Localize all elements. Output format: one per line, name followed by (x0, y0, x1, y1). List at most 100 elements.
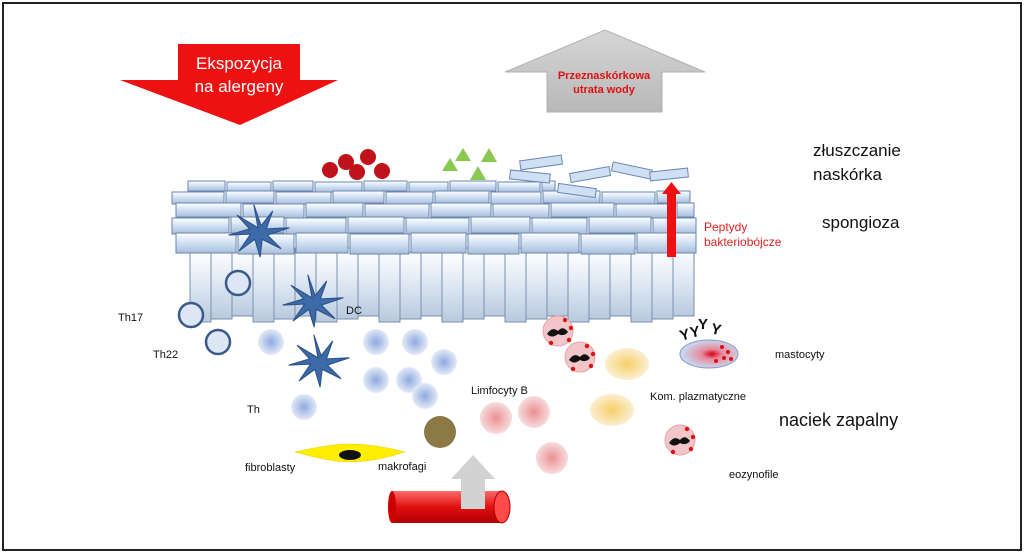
dc-label: DC (346, 305, 362, 317)
keratinocyte (615, 203, 676, 219)
keratinocyte (275, 191, 332, 205)
keratinocyte (272, 180, 314, 192)
th17-label: Th17 (118, 312, 143, 324)
keratinocyte (410, 232, 467, 254)
allergen-label-line2: na alergeny (195, 77, 284, 96)
keratinocyte (430, 202, 492, 218)
ige-antibody-2: Y (688, 323, 701, 341)
keratinocyte (492, 203, 550, 219)
keratinocyte (434, 190, 490, 204)
plasma-label: Kom. plazmatyczne (650, 391, 746, 403)
keratinocyte (467, 233, 520, 255)
microbe-triangles (442, 148, 497, 180)
keratinocyte (171, 191, 225, 205)
basal-cell (483, 251, 506, 317)
keratinocyte (531, 217, 588, 235)
keratinocyte (225, 190, 275, 204)
th17-th22-cells (177, 269, 252, 356)
scaling-label-line2: naskórka (813, 165, 883, 184)
tewl-label-line2: utrata wody (573, 84, 636, 96)
basal-cell (546, 247, 569, 317)
plasma-cells (590, 348, 649, 426)
keratinocyte (470, 216, 531, 234)
dendritic-cell-epidermis (228, 204, 290, 258)
fibroblast-cell (294, 443, 406, 463)
basal-cell (441, 251, 464, 323)
eosinophil-3 (664, 424, 696, 456)
th-label: Th (247, 404, 260, 416)
basal-keratinocyte-layer (189, 247, 695, 323)
keratinocyte (187, 180, 226, 192)
keratinocyte (347, 216, 405, 234)
keratinocyte (349, 233, 410, 255)
allergen-label-line1: Ekspozycja (196, 54, 283, 73)
ige-antibody-4: Y (709, 320, 722, 339)
basal-cell (609, 251, 632, 317)
eos-label: eozynofile (729, 469, 779, 481)
keratinocyte (332, 190, 385, 204)
tewl-label-line1: Przeznaskórkowa (558, 70, 651, 82)
scaling-label-line1: złuszczanie (813, 141, 901, 160)
basal-cell (462, 247, 485, 320)
spinous-keratinocyte-layer (171, 180, 697, 255)
basal-cell (588, 247, 611, 320)
keratinocyte (636, 232, 697, 254)
keratinocyte (364, 203, 430, 219)
basal-cell (504, 247, 527, 323)
mast-cell (679, 339, 739, 369)
keratinocyte (175, 202, 242, 218)
migration-arrow (451, 455, 495, 509)
basal-cell (399, 251, 422, 320)
infiltrate-label: naciek zapalny (779, 410, 898, 430)
th22-label: Th22 (153, 349, 178, 361)
macro-label: makrofagi (378, 461, 426, 473)
keratinocyte (363, 180, 408, 192)
macrophage-cell (424, 416, 456, 448)
ige-antibody-3: Y (698, 316, 708, 333)
keratinocyte (175, 232, 237, 254)
scaling-flakes (509, 154, 689, 199)
keratinocyte (171, 217, 230, 235)
spongiosis-label: spongioza (822, 213, 900, 232)
basal-cell (651, 251, 674, 320)
b-lymphocytes (480, 396, 568, 474)
fibro-label: fibroblasty (245, 462, 296, 474)
keratinocyte (295, 232, 349, 254)
keratinocyte (588, 216, 652, 234)
basal-cell (378, 247, 401, 323)
keratinocyte (580, 233, 636, 255)
keratinocyte (285, 217, 347, 235)
keratinocyte (242, 203, 305, 219)
keratinocyte (520, 232, 580, 254)
allergen-particles (322, 149, 390, 180)
keratinocyte (449, 180, 497, 192)
allergen-exposure-arrow: Ekspozycja na alergeny (120, 44, 338, 125)
blood-vessel (388, 490, 511, 524)
tewl-arrow: Przeznaskórkowa utrata wody (504, 29, 706, 113)
dendritic-cell-dermis (288, 334, 350, 388)
peptides-label-line1: Peptydy (704, 220, 747, 234)
keratinocyte (601, 191, 656, 205)
b-cells-label: Limfocyty B (471, 385, 528, 397)
eosinophil-1 (542, 315, 574, 347)
keratinocyte (676, 202, 695, 218)
keratinocyte (305, 202, 364, 218)
ige-antibodies: Y Y Y Y (678, 316, 723, 345)
basal-cell (672, 247, 695, 317)
keratinocyte (385, 191, 434, 205)
basal-cell (420, 247, 443, 317)
keratinocyte (550, 202, 615, 218)
mast-label: mastocyty (775, 349, 825, 361)
basal-cell (630, 247, 653, 323)
th-lymphocytes (258, 329, 457, 420)
antimicrobial-peptides-arrow: Peptydy bakteriobójcze (662, 182, 782, 257)
ige-antibody-1: Y (678, 326, 692, 345)
basal-cell (525, 251, 548, 320)
keratinocyte (405, 217, 470, 235)
eosinophil-2 (564, 341, 596, 373)
keratinocyte (490, 191, 542, 205)
dendritic-cell-junction (282, 274, 344, 328)
basal-cell (567, 251, 590, 323)
